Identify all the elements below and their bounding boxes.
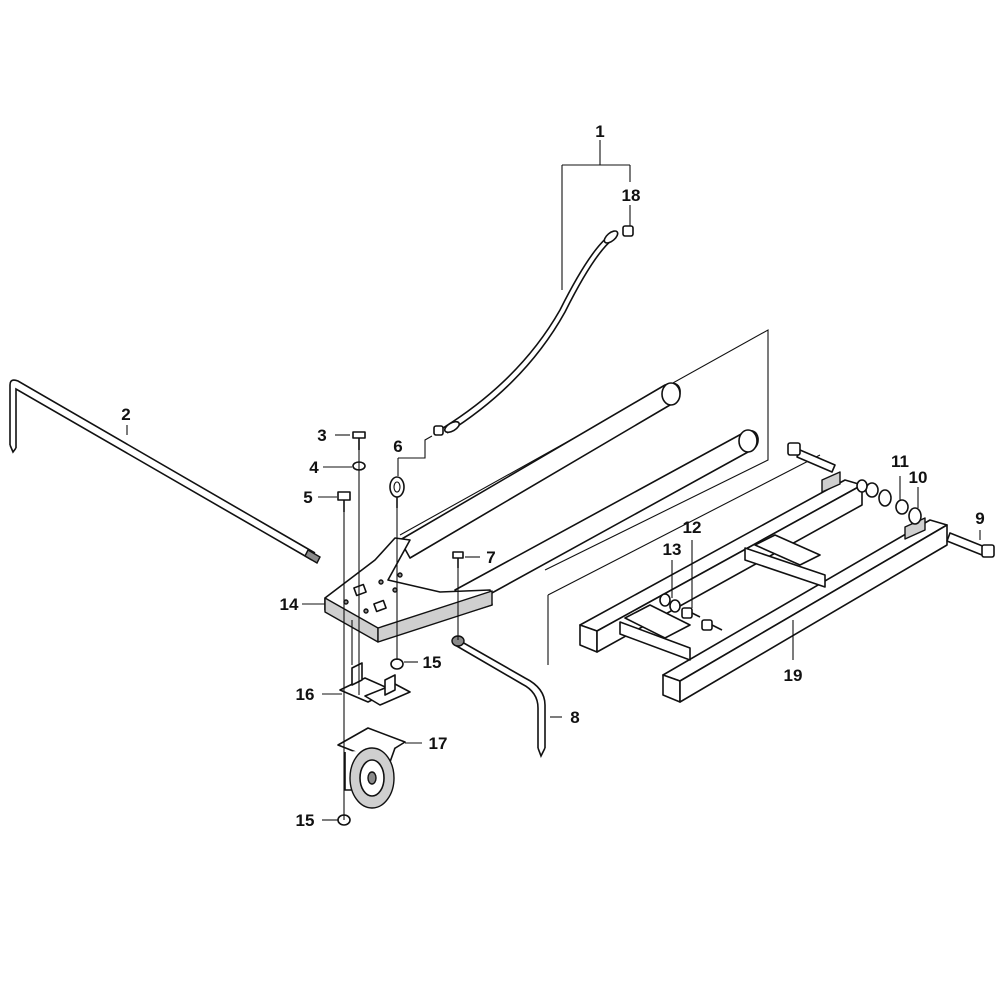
bolt-part-9-upper bbox=[787, 442, 836, 473]
callout-15-upper: 15 bbox=[423, 653, 442, 672]
screw-part-7 bbox=[452, 551, 464, 568]
caster-part-17 bbox=[337, 727, 406, 809]
bracket-part-16 bbox=[339, 662, 411, 706]
cable-end-part-18 bbox=[622, 225, 634, 237]
washer-part-10 bbox=[878, 489, 922, 525]
callout-6: 6 bbox=[393, 437, 402, 456]
callout-7: 7 bbox=[486, 548, 495, 567]
background-panel-frame bbox=[547, 454, 821, 665]
callout-16: 16 bbox=[296, 685, 315, 704]
callout-8: 8 bbox=[570, 708, 579, 727]
cable-part-1 bbox=[442, 230, 619, 434]
callout-13: 13 bbox=[663, 540, 682, 559]
callout-15-lower: 15 bbox=[296, 811, 315, 830]
callout-19: 19 bbox=[784, 666, 803, 685]
callout-5: 5 bbox=[303, 488, 312, 507]
nut-part-15-upper bbox=[390, 658, 404, 670]
callout-10: 10 bbox=[909, 468, 928, 487]
leader-lines bbox=[126, 140, 981, 821]
cable-clip bbox=[433, 425, 444, 436]
eye-bolt-part-6 bbox=[389, 476, 405, 508]
callout-labels: 1 18 2 3 4 5 6 7 14 15 16 17 15 8 9 10 1… bbox=[121, 122, 984, 830]
stand-tube-upper bbox=[399, 382, 681, 559]
callout-11: 11 bbox=[891, 452, 909, 471]
callout-18: 18 bbox=[622, 186, 641, 205]
callout-1: 1 bbox=[595, 122, 604, 141]
bolt-part-5 bbox=[337, 491, 351, 512]
callout-12: 12 bbox=[683, 518, 702, 537]
rod-part-2 bbox=[9, 379, 321, 564]
rod-part-8 bbox=[451, 635, 546, 758]
bolt-part-9 bbox=[946, 532, 995, 558]
frame-part-19 bbox=[579, 471, 948, 703]
callout-9: 9 bbox=[975, 509, 984, 528]
callout-2: 2 bbox=[121, 405, 130, 424]
nut-part-11 bbox=[856, 479, 909, 515]
callout-14: 14 bbox=[280, 595, 299, 614]
stand-tube-lower bbox=[454, 429, 759, 606]
callout-3: 3 bbox=[317, 426, 326, 445]
callout-17: 17 bbox=[429, 734, 448, 753]
callout-4: 4 bbox=[309, 458, 319, 477]
bolt-part-12 bbox=[681, 607, 723, 631]
nut-part-13 bbox=[659, 593, 681, 613]
